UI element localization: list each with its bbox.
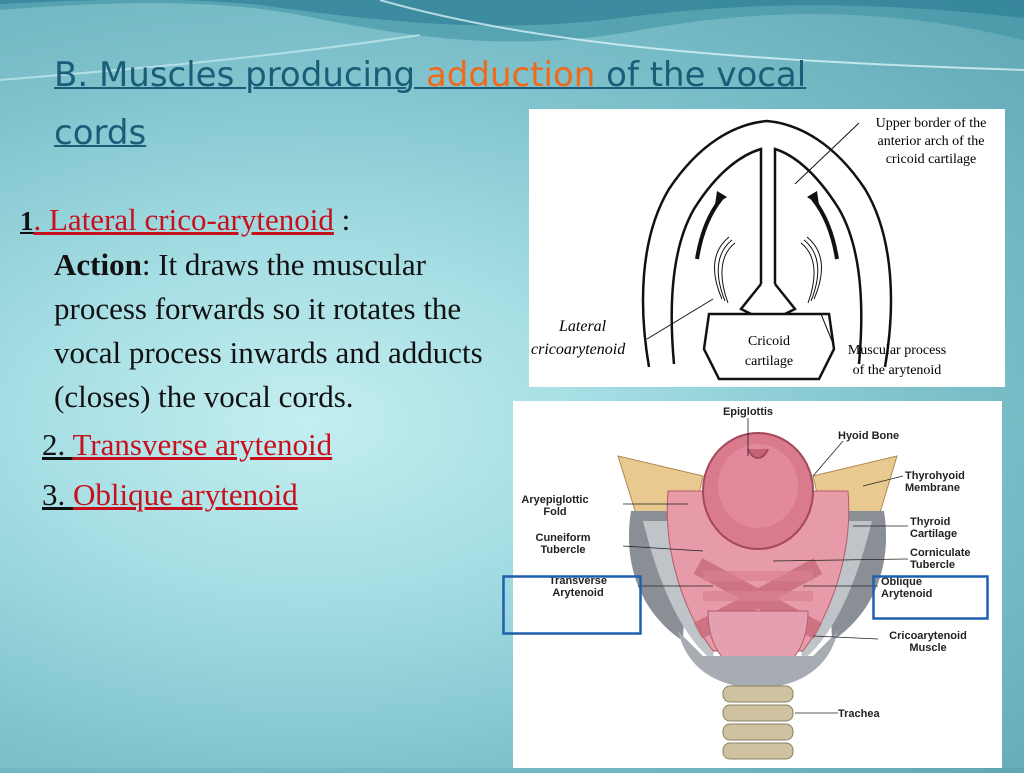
label-cuneiform-1: Cuneiform <box>536 532 591 544</box>
label-muscular-1: Muscular process <box>848 343 946 358</box>
label-corniculate-2: Tubercle <box>910 559 955 571</box>
label-transverse-1: Transverse <box>549 575 607 587</box>
label-thyroid-1: Thyroid <box>910 516 950 528</box>
label-thyrohyoid-1: Thyrohyoid <box>905 470 965 482</box>
item-number: 2. <box>42 427 73 462</box>
label-hyoid-bone: Hyoid Bone <box>838 430 899 442</box>
label-cricoarytenoid-2: Muscle <box>909 642 946 654</box>
bullet-list: 1. Lateral crico-arytenoid : Action: It … <box>20 198 490 517</box>
item-colon: : <box>333 202 351 237</box>
label-aryepiglottic-2: Fold <box>543 506 566 518</box>
label-cricoarytenoid-1: Cricoarytenoid <box>889 630 967 642</box>
item-name: Transverse arytenoid <box>72 427 333 462</box>
label-lateral-2: cricoarytenoid <box>531 341 626 358</box>
larynx-posterior-view-illustration: Epiglottis Hyoid Bone Thyrohyoid Membran… <box>513 401 1002 768</box>
title-part-1: B. Muscles producing <box>54 55 426 95</box>
label-upper-border-1: Upper border of the <box>876 116 987 131</box>
label-thyroid-2: Cartilage <box>910 528 957 540</box>
decorative-wave <box>0 0 1024 81</box>
action-text: : It draws the muscular process forwards… <box>54 247 483 414</box>
label-oblique-2: Arytenoid <box>881 588 932 600</box>
label-aryepiglottic-1: Aryepiglottic <box>521 494 588 506</box>
item-number: 1 <box>20 206 34 236</box>
label-upper-border-2: anterior arch of the <box>878 134 985 149</box>
label-thyrohyoid-2: Membrane <box>905 482 960 494</box>
item-number: 3. <box>42 477 73 512</box>
item-name: Oblique arytenoid <box>73 477 298 512</box>
label-trachea: Trachea <box>838 708 880 720</box>
label-muscular-2: of the arytenoid <box>853 363 942 378</box>
label-upper-border-3: cricoid cartilage <box>886 152 977 167</box>
list-item-oblique-arytenoid: 3. Oblique arytenoid <box>20 473 490 517</box>
label-oblique-1: Oblique <box>881 576 922 588</box>
slide-title: B. Muscles producing adduction of the vo… <box>54 46 894 162</box>
title-accent-word: adduction <box>425 55 596 95</box>
label-cricoid-1: Cricoid <box>748 334 790 349</box>
highlight-box-oblique <box>872 575 989 620</box>
item-name: . Lateral crico-arytenoid <box>33 202 334 237</box>
label-cuneiform-2: Tubercle <box>540 544 585 556</box>
highlight-box-transverse <box>502 575 642 635</box>
label-cricoid-2: cartilage <box>745 354 793 369</box>
list-item-lateral-crico-arytenoid: 1. Lateral crico-arytenoid : Action: It … <box>20 198 490 419</box>
label-transverse-2: Arytenoid <box>552 587 603 599</box>
label-corniculate-1: Corniculate <box>910 547 971 559</box>
title-part-2: of the vocal cords <box>54 55 807 153</box>
list-item-transverse-arytenoid: 2. Transverse arytenoid <box>20 423 490 467</box>
label-lateral-1: Lateral <box>558 318 607 335</box>
action-label: Action <box>54 247 142 282</box>
lateral-cricoarytenoid-diagram: Upper border of the anterior arch of the… <box>529 109 1005 387</box>
label-epiglottis: Epiglottis <box>723 406 773 418</box>
